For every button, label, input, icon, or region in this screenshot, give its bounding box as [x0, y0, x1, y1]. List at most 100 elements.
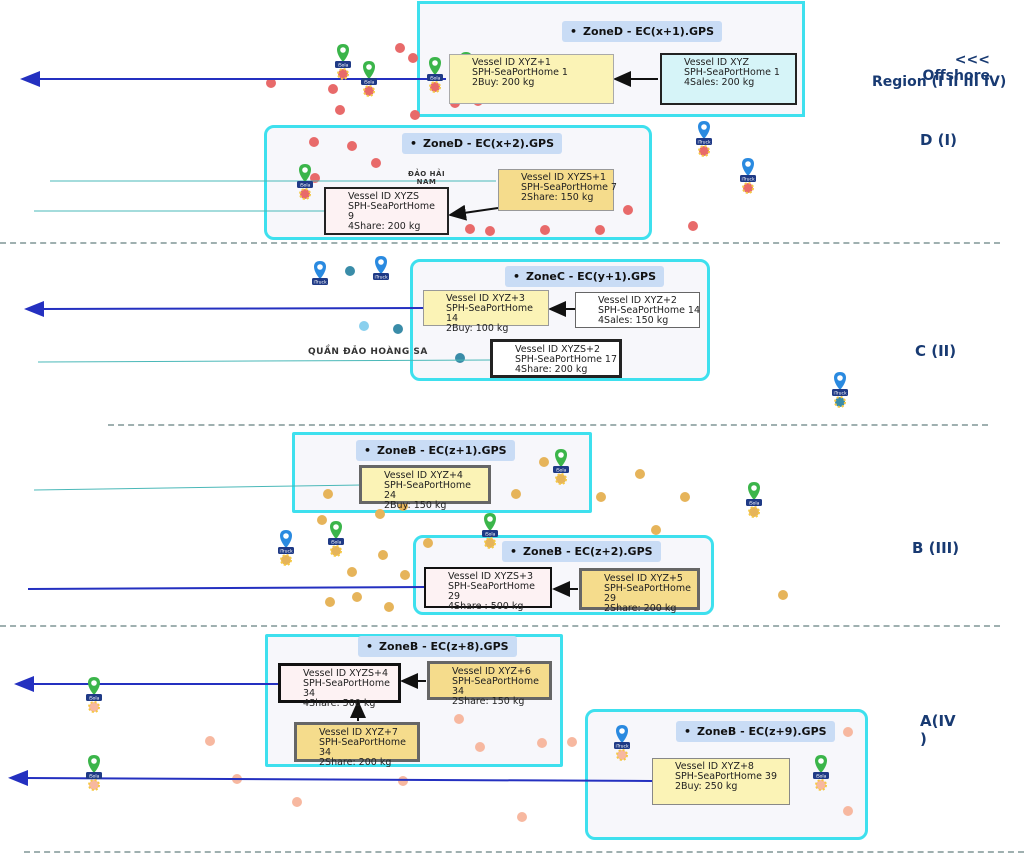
- map-dot: [359, 321, 369, 331]
- vessel-id: Vessel ID XYZ+8: [675, 761, 754, 772]
- zone-b9-title: ZoneB - EC(z+9).GPS: [676, 721, 835, 742]
- vessel-detail: 2Share: 200 kg: [604, 603, 677, 614]
- marker-label: iSola: [485, 532, 496, 538]
- itruck-marker-icon[interactable]: iTruck: [614, 725, 630, 761]
- vessel-id: Vessel ID XYZ+1: [472, 57, 551, 68]
- vessel-detail: 34: [319, 747, 332, 758]
- vessel-detail: SPH-SeaPortHome 39: [675, 771, 778, 782]
- transfer-arrow: [448, 204, 499, 221]
- isola-marker-icon[interactable]: iSola: [746, 482, 762, 518]
- vessel-detail: SPH-SeaPortHome 14: [598, 305, 701, 316]
- map-dot: [335, 105, 345, 115]
- vessel-id: Vessel ID XYZ+3: [446, 293, 525, 304]
- vessel-detail: SPH-SeaPortHome: [303, 678, 390, 689]
- vessel-detail: 2Buy: 250 kg: [675, 781, 738, 792]
- vessel-id: Vessel ID XYZ+7: [319, 727, 398, 738]
- map-dot: [317, 515, 327, 525]
- vessel-detail: 29: [448, 591, 461, 602]
- region-label-c: C (II): [915, 342, 957, 360]
- zone-c1-title: ZoneC - EC(y+1).GPS: [505, 266, 665, 287]
- map-dot: [205, 736, 215, 746]
- map-dot: [539, 457, 549, 467]
- isola-marker-icon[interactable]: iSola: [86, 677, 102, 713]
- zone-d1-title: ZoneD - EC(x+1).GPS: [562, 21, 723, 42]
- vessel-id: Vessel ID XYZS+2: [515, 344, 600, 355]
- map-dot: [596, 492, 606, 502]
- vessel-detail: 2Share: 150 kg: [452, 696, 525, 707]
- isola-marker-icon[interactable]: iSola: [335, 44, 351, 80]
- map-dot: [323, 489, 333, 499]
- isola-marker-icon[interactable]: iSola: [86, 755, 102, 791]
- itruck-marker-icon[interactable]: iTruck: [373, 256, 389, 281]
- isola-marker-icon[interactable]: iSola: [427, 57, 443, 93]
- marker-label: iSola: [300, 183, 311, 189]
- vessel-detail: 2Buy: 200 kg: [472, 77, 535, 88]
- vessel-id: Vessel ID XYZ+5: [604, 573, 683, 584]
- vessel-detail: 4Share: 200 kg: [348, 221, 421, 232]
- itruck-marker-icon[interactable]: iTruck: [312, 261, 328, 286]
- isola-marker-icon[interactable]: iSola: [328, 521, 344, 557]
- route-arrow: [8, 770, 653, 787]
- vessel-detail: SPH-SeaPortHome 1: [684, 67, 780, 78]
- vessel-id: Vessel ID XYZS+3: [448, 571, 533, 582]
- map-dot: [352, 592, 362, 602]
- vessel-detail: 4Share: 500 kg: [303, 698, 376, 709]
- isola-marker-icon[interactable]: iSola: [813, 755, 829, 791]
- vessel-id: Vessel ID XYZS+4: [303, 668, 388, 679]
- map-dot: [511, 489, 521, 499]
- region-label-a: A(IV): [920, 712, 956, 748]
- marker-label: iSola: [89, 696, 100, 702]
- place-hoang-sa: QUẦN ĐẢO HOÀNG SA: [308, 347, 428, 357]
- itruck-marker-icon[interactable]: iTruck: [740, 158, 756, 194]
- itruck-marker-icon[interactable]: iTruck: [832, 372, 848, 408]
- map-dot: [843, 727, 853, 737]
- isola-marker-icon[interactable]: iSola: [297, 164, 313, 200]
- marker-label: iTruck: [741, 177, 755, 183]
- vessel-detail: 34: [452, 686, 465, 697]
- vessel-detail: 2Share: 200 kg: [319, 757, 392, 768]
- marker-label: iTruck: [697, 140, 711, 146]
- itruck-marker-icon[interactable]: iTruck: [696, 121, 712, 157]
- map-dot: [454, 714, 464, 724]
- vessel-detail: 24: [384, 490, 397, 501]
- map-dot: [408, 53, 418, 63]
- map-dot: [292, 797, 302, 807]
- vessel-id: Vessel ID XYZS+1: [521, 172, 606, 183]
- isola-marker-icon[interactable]: iSola: [361, 61, 377, 97]
- map-dot: [345, 266, 355, 276]
- isola-marker-icon[interactable]: iSola: [482, 513, 498, 549]
- map-dot: [393, 324, 403, 334]
- vessel-id: Vessel ID XYZ+2: [598, 295, 677, 306]
- map-dot: [778, 590, 788, 600]
- marker-label: iTruck: [313, 280, 327, 286]
- vessel-detail: 9: [348, 211, 355, 222]
- marker-label: iTruck: [374, 275, 388, 281]
- marker-label: iSola: [89, 774, 100, 780]
- region-separator: [108, 424, 988, 426]
- marker-label: iTruck: [615, 744, 629, 750]
- vessel-detail: SPH-SeaPortHome: [348, 201, 435, 212]
- vessel-detail: 4Sales: 200 kg: [684, 77, 755, 88]
- marker-label: iSola: [816, 774, 827, 780]
- isola-marker-icon[interactable]: iSola: [553, 449, 569, 485]
- marker-label: iSola: [556, 468, 567, 474]
- itruck-marker-icon[interactable]: iTruck: [278, 530, 294, 566]
- marker-label: iSola: [364, 80, 375, 86]
- marker-label: iTruck: [833, 391, 847, 397]
